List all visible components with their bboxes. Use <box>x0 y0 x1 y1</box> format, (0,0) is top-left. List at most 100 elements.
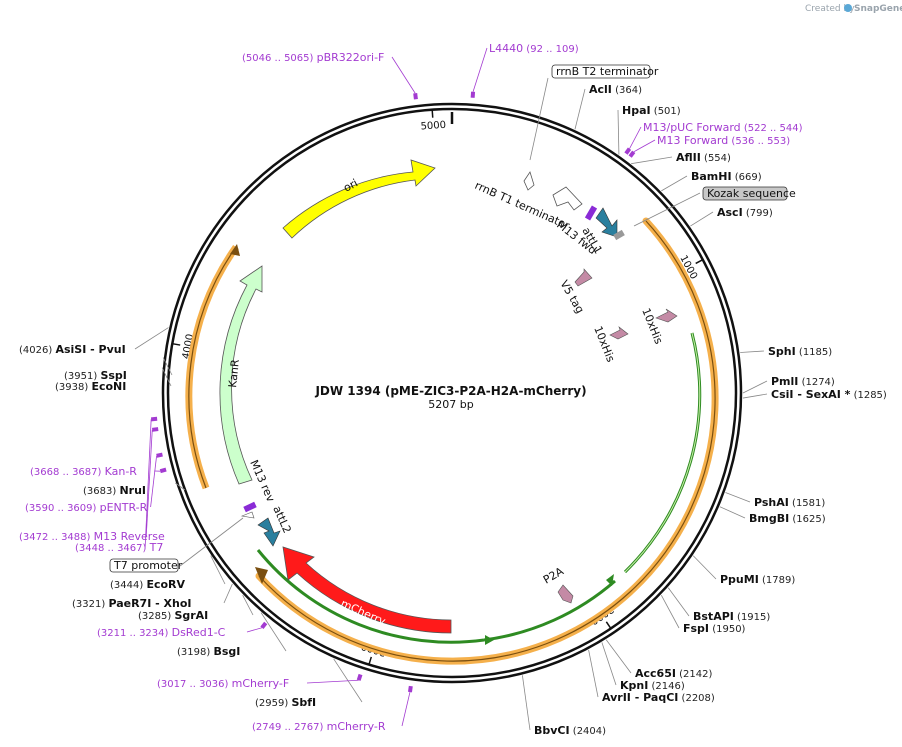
rrnb-t2-arrow <box>523 171 535 191</box>
tick-mark <box>172 342 181 346</box>
site-leader-line <box>690 211 714 227</box>
restriction-site-label: (4026) AsiSI - PvuI <box>19 343 126 356</box>
primer-label: (2749 .. 2767) mCherry-R <box>252 720 386 733</box>
restriction-site-label: AvrII - PaqCI (2208) <box>602 691 715 704</box>
feature-box <box>109 558 179 573</box>
primer-leader-line <box>401 691 411 727</box>
attl1-small-bar <box>613 229 625 241</box>
site-leader-line <box>175 482 186 491</box>
primer-bind-mark <box>152 427 159 432</box>
primer-leader-line <box>145 429 153 537</box>
credit-brand: SnapGene <box>854 4 902 14</box>
site-leader-line <box>242 594 254 616</box>
restriction-site-label: Acc65I (2142) <box>635 667 712 680</box>
primer-bind-mark <box>150 416 158 422</box>
primer-bind-mark <box>413 93 418 100</box>
restriction-site-label: KpnI (2146) <box>620 679 685 692</box>
tick-label: 5000 <box>420 120 446 133</box>
site-leader-line <box>260 612 287 652</box>
cds-green-line <box>623 332 702 574</box>
feature-label-m13-rev: M13 rev <box>247 458 277 504</box>
primer-bind-mark <box>156 452 163 458</box>
cds-green-arrowhead <box>485 635 494 645</box>
snapgene-logo-icon <box>844 4 852 12</box>
primer-label: L4440 (92 .. 109) <box>489 42 579 55</box>
tick-mark <box>368 656 373 665</box>
restriction-site-label: (3285) SgrAI <box>138 609 208 622</box>
primer-leader-line <box>391 56 416 94</box>
primer-bind-mark <box>628 150 636 158</box>
rrnb-t1-arrow <box>552 186 583 211</box>
feature-box-label: rrnB T2 terminator <box>556 65 659 78</box>
restriction-site-label: CsiI - SexAI * (1285) <box>771 388 887 401</box>
credit-text: Created by <box>805 4 855 14</box>
primer-bind-mark <box>356 673 363 681</box>
primer-label: (3017 .. 3036) mCherry-F <box>157 677 289 690</box>
tick-mark <box>605 621 612 629</box>
restriction-site-label: (3951) SspI <box>64 369 127 382</box>
plasmid-length: 5207 bp <box>428 398 473 411</box>
primer-bar-m13rev <box>243 501 257 513</box>
cds-orange-arrowhead <box>255 567 268 584</box>
restriction-site-label: AclI (364) <box>589 83 642 96</box>
site-leader-line <box>692 555 717 580</box>
kanr-arrow <box>219 265 263 485</box>
site-leader-line <box>742 393 768 399</box>
v5-tag-arrow <box>574 268 593 287</box>
backbone-inner <box>166 107 738 679</box>
primer-bind-mark <box>407 685 413 693</box>
restriction-site-label: (2959) SbfI <box>255 696 316 709</box>
primer-label: (3211 .. 3234) DsRed1-C <box>97 626 226 639</box>
primer-leader-line <box>246 627 263 633</box>
his-tag-arrow-2 <box>609 326 629 340</box>
feature-box <box>551 64 651 79</box>
primer-leader-line <box>144 419 152 548</box>
site-leader-line <box>667 587 690 617</box>
primer-leader-line <box>472 47 488 92</box>
restriction-site-label: AscI (799) <box>717 206 773 219</box>
restriction-site-label: SphI (1185) <box>768 345 832 358</box>
primer-label: (3590 .. 3609) pENTR-R <box>25 501 148 514</box>
restriction-site-label: (3938) EcoNI <box>55 380 126 393</box>
feature-label-kanr: KanR <box>226 358 242 388</box>
cds-green-line-3 <box>256 549 485 644</box>
feature-label-attl2: attL2 <box>270 504 293 535</box>
box-leader-line <box>529 77 549 161</box>
restriction-site-label: (3683) NruI <box>83 484 146 497</box>
site-leader-line <box>522 675 531 731</box>
plasmid-title: JDW 1394 (pME-ZIC3-P2A-H2A-mCherry) <box>314 384 586 398</box>
restriction-site-label: AflII (554) <box>676 151 731 164</box>
t7-promoter-small-arrow <box>240 511 255 519</box>
site-leader-line <box>223 583 233 604</box>
site-leader-line <box>601 642 617 686</box>
feature-label-10xhis-2: 10xHis <box>591 324 617 364</box>
primer-label: M13/pUC Forward (522 .. 544) <box>643 121 803 134</box>
box-leader-line <box>179 517 244 567</box>
restriction-site-label: (3198) BsgI <box>177 645 240 658</box>
feature-box-label: T7 promoter <box>113 559 183 572</box>
site-leader-line <box>134 327 169 350</box>
attl1-arrow <box>595 207 618 238</box>
primer-bind-mark <box>159 467 167 474</box>
site-leader-line <box>740 350 765 353</box>
site-leader-line <box>631 156 673 165</box>
feature-label-ori: ori <box>341 176 360 194</box>
site-leader-line <box>660 594 680 629</box>
orange-left-arrowhead <box>230 244 240 256</box>
box-leader-line <box>633 192 701 227</box>
primer-leader-line <box>306 679 359 684</box>
site-leader-line <box>725 492 751 503</box>
primer-label: (3668 .. 3687) Kan-R <box>30 465 137 478</box>
restriction-site-label: PshAI (1581) <box>754 496 825 509</box>
p2a-arrow <box>557 584 574 604</box>
restriction-site-label: BamHI (669) <box>691 170 762 183</box>
cds-orange-band-inner <box>258 220 716 662</box>
site-leader-line <box>742 380 768 394</box>
cds-green-line-2 <box>483 579 616 642</box>
mcherry-arrow <box>282 546 452 634</box>
primer-leader-line <box>633 139 656 153</box>
restriction-site-label: BbvCI (2404) <box>534 724 606 737</box>
cds-green-line-light <box>624 332 701 573</box>
primer-label: (3472 .. 3488) M13 Reverse <box>19 530 165 543</box>
